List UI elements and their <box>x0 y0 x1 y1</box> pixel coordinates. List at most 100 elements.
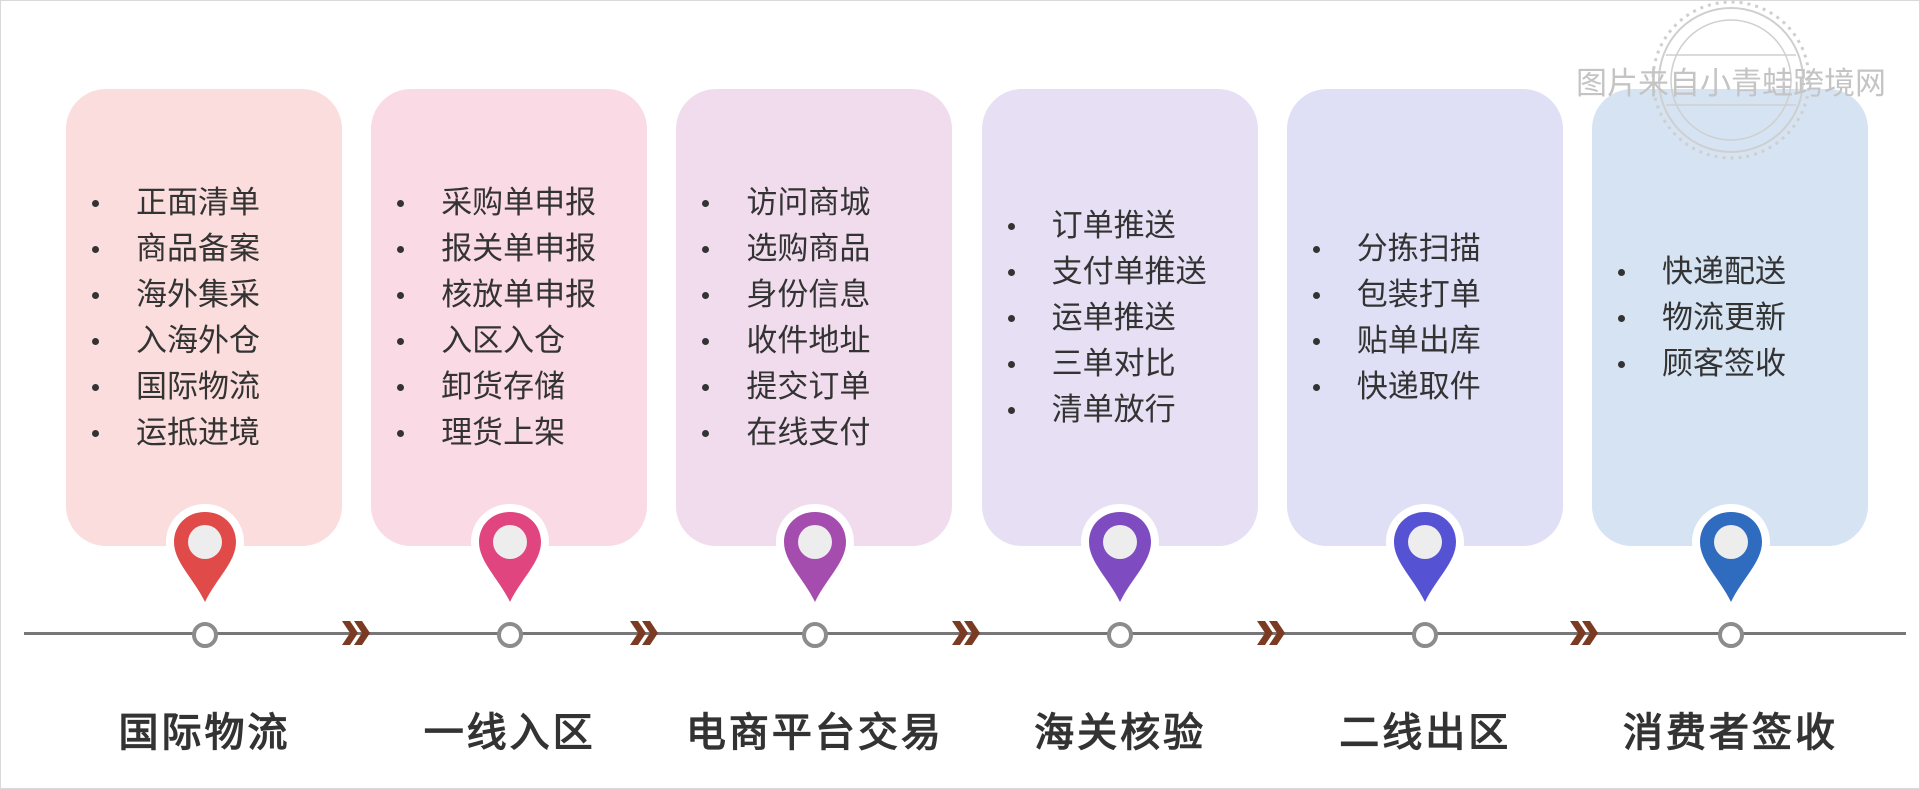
stage-item-text: 运抵进境 <box>136 414 260 451</box>
stage-item-text: 运单推送 <box>1051 299 1176 336</box>
bullet-icon <box>92 291 99 299</box>
stage-item-text: 支付单推送 <box>1051 253 1207 290</box>
watermark-text: 图片来自小青蛙跨境网 <box>1576 66 1886 102</box>
stage-item-text: 在线支付 <box>746 414 871 451</box>
bullet-icon <box>92 199 99 207</box>
stage-item-text: 物流更新 <box>1662 299 1786 336</box>
stage-title: 一线入区 <box>423 710 596 756</box>
stage-card: 正面清单商品备案海外集采入海外仓国际物流运抵进境 <box>66 89 342 546</box>
location-pin-icon <box>165 504 244 612</box>
stage-list-item: 收件地址 <box>702 318 870 364</box>
stage-list-item: 报关单申报 <box>397 226 596 272</box>
stage-item-text: 卸货存储 <box>441 368 566 405</box>
stage-list-item: 快递取件 <box>1312 364 1481 410</box>
bullet-icon <box>1007 314 1015 322</box>
stage-item-text: 清单放行 <box>1051 391 1176 428</box>
stage-list-item: 包装打单 <box>1312 272 1481 318</box>
stage-item-text: 订单推送 <box>1051 207 1176 244</box>
stage-item-text: 身份信息 <box>746 276 871 313</box>
bullet-icon <box>1007 406 1015 414</box>
stage-title: 电商平台交易 <box>685 710 944 756</box>
bullet-icon <box>92 383 99 391</box>
timeline-node <box>496 622 523 648</box>
bullet-icon <box>92 429 99 437</box>
bullet-icon <box>702 291 710 299</box>
stage-item-text: 海外集采 <box>136 276 260 313</box>
stage-item-text: 选购商品 <box>746 230 871 267</box>
stage-item-text: 理货上架 <box>441 414 566 451</box>
bullet-icon <box>1007 360 1015 368</box>
bullet-icon <box>92 245 99 253</box>
location-pin-icon <box>470 504 549 612</box>
stage-list-item: 选购商品 <box>702 226 870 272</box>
stage-list-item: 三单对比 <box>1007 341 1207 387</box>
stage-title: 海关核验 <box>1034 710 1207 756</box>
double-chevron-right-icon <box>1257 621 1286 645</box>
stage-list-item: 卸货存储 <box>397 364 596 410</box>
stage-item-text: 采购单申报 <box>441 184 597 221</box>
stage-item-text: 正面清单 <box>136 184 260 221</box>
bullet-icon <box>397 429 405 437</box>
location-pin-icon <box>1081 504 1160 612</box>
stage-item-list: 订单推送支付单推送运单推送三单对比清单放行 <box>982 203 1207 433</box>
stage-item-text: 访问商城 <box>746 184 871 221</box>
stage-list-item: 贴单出库 <box>1312 318 1481 364</box>
stage-card: 订单推送支付单推送运单推送三单对比清单放行 <box>981 89 1258 546</box>
bullet-icon <box>1618 360 1625 368</box>
stage-title: 消费者签收 <box>1623 710 1838 756</box>
stage-item-text: 贴单出库 <box>1356 322 1481 359</box>
stage-list-item: 提交订单 <box>702 364 870 410</box>
stage-item-text: 核放单申报 <box>441 276 597 313</box>
bullet-icon <box>702 199 710 207</box>
stage-list-item: 清单放行 <box>1007 387 1207 433</box>
bullet-icon <box>397 383 405 391</box>
stage-item-text: 快递取件 <box>1356 368 1481 405</box>
stage-list-item: 访问商城 <box>702 180 870 226</box>
location-pin-icon <box>775 504 854 612</box>
stage-list-item: 订单推送 <box>1007 203 1207 249</box>
stage-item-list: 正面清单商品备案海外集采入海外仓国际物流运抵进境 <box>66 180 260 456</box>
stage-list-item: 理货上架 <box>397 410 596 456</box>
bullet-icon <box>702 383 710 391</box>
timeline-node <box>1107 622 1134 648</box>
bullet-icon <box>702 337 710 345</box>
bullet-icon <box>92 337 99 345</box>
timeline-node <box>1717 622 1744 648</box>
stage-item-text: 入区入仓 <box>441 322 566 359</box>
stage-list-item: 核放单申报 <box>397 272 596 318</box>
stage-list-item: 物流更新 <box>1618 295 1786 341</box>
stage-card: 访问商城选购商品身份信息收件地址提交订单在线支付 <box>676 89 953 546</box>
bullet-icon <box>1618 314 1625 322</box>
location-pin-icon <box>1691 504 1770 612</box>
stage-card: 快递配送物流更新顾客签收 <box>1592 89 1868 546</box>
bullet-icon <box>702 245 710 253</box>
stage-list-item: 身份信息 <box>702 272 870 318</box>
stage-list-item: 顾客签收 <box>1618 341 1786 387</box>
stage-item-list: 访问商城选购商品身份信息收件地址提交订单在线支付 <box>676 180 870 456</box>
stage-list-item: 运单推送 <box>1007 295 1207 341</box>
timeline-node <box>801 622 828 648</box>
stage-item-list: 快递配送物流更新顾客签收 <box>1592 249 1786 387</box>
stage-card: 采购单申报报关单申报核放单申报入区入仓卸货存储理货上架 <box>371 89 648 546</box>
stage-list-item: 入区入仓 <box>397 318 596 364</box>
stage-item-text: 分拣扫描 <box>1356 230 1481 267</box>
stage-list-item: 海外集采 <box>92 272 260 318</box>
stage-item-list: 采购单申报报关单申报核放单申报入区入仓卸货存储理货上架 <box>371 180 596 456</box>
bullet-icon <box>1312 383 1320 391</box>
stage-title: 二线出区 <box>1339 710 1512 756</box>
bullet-icon <box>702 429 710 437</box>
stage-item-text: 国际物流 <box>136 368 260 405</box>
stage-list-item: 支付单推送 <box>1007 249 1207 295</box>
bullet-icon <box>1312 245 1320 253</box>
stage-title: 国际物流 <box>118 710 291 756</box>
double-chevron-right-icon <box>1570 621 1599 645</box>
stage-list-item: 采购单申报 <box>397 180 596 226</box>
stage-card: 分拣扫描包装打单贴单出库快递取件 <box>1286 89 1563 546</box>
stage-item-text: 三单对比 <box>1051 345 1176 382</box>
stage-list-item: 分拣扫描 <box>1312 226 1481 272</box>
bullet-icon <box>1007 222 1015 230</box>
stage-item-text: 包装打单 <box>1356 276 1481 313</box>
location-pin-icon <box>1386 504 1465 612</box>
stage-list-item: 运抵进境 <box>92 410 260 456</box>
